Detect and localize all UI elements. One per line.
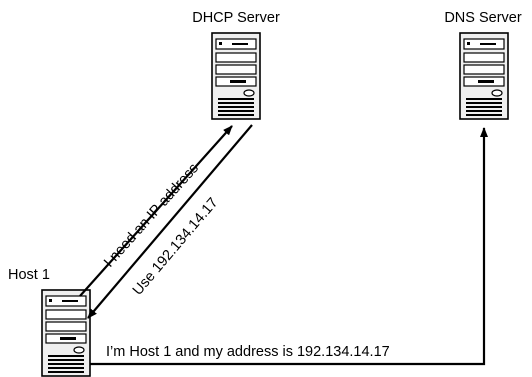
dhcp-server-label: DHCP Server — [192, 10, 280, 26]
register-message: I’m Host 1 and my address is 192.134.14.… — [106, 344, 390, 360]
request-arrow — [79, 125, 233, 297]
host-icon — [41, 289, 91, 377]
dhcp-server-node: DHCP Server — [192, 10, 280, 120]
host-label: Host 1 — [8, 267, 50, 283]
register-arrow — [90, 127, 488, 366]
dns-server-node: DNS Server — [444, 10, 522, 120]
host-node: Host 1 — [8, 267, 91, 377]
dns-server-icon — [459, 32, 509, 120]
reply-arrow — [87, 124, 253, 319]
dhcp-server-icon — [211, 32, 261, 120]
dns-server-label: DNS Server — [444, 10, 522, 26]
reply-message: Use 192.134.14.17 — [130, 195, 222, 299]
request-message: I need an IP address — [101, 160, 202, 270]
